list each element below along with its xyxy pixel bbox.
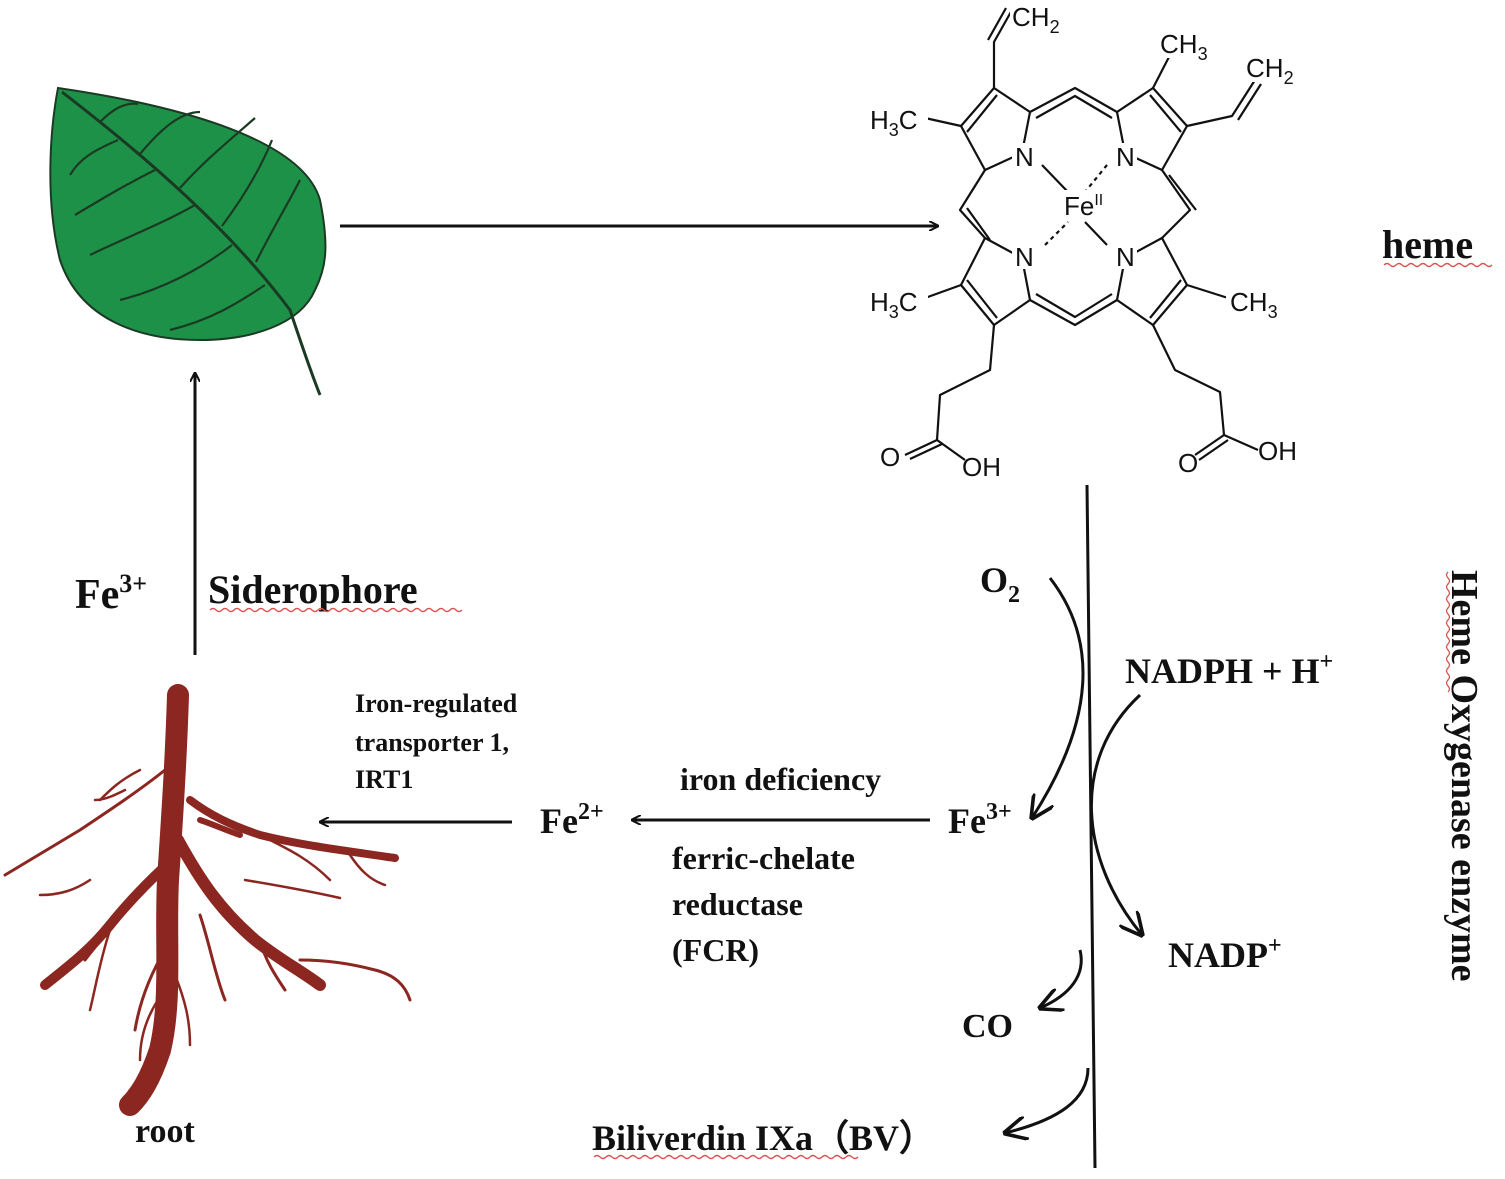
n1-label: N	[1015, 142, 1034, 172]
o-left-label: O	[880, 442, 900, 472]
h3c-top-label: H3C	[870, 105, 918, 140]
irt1-line3: IRT1	[355, 765, 413, 794]
bv-release-arrow	[1005, 1067, 1090, 1133]
fcr-line3: (FCR)	[672, 932, 759, 968]
irt1-line2: transporter 1,	[355, 728, 509, 757]
fe-label: FeII	[1064, 191, 1103, 221]
n4-label: N	[1116, 242, 1135, 272]
siderophore-label: Siderophore	[208, 567, 418, 612]
siderophore-spellcheck-underline	[209, 607, 463, 613]
leaf-illustration	[49, 86, 327, 396]
fcr-line1: ferric-chelate	[672, 840, 855, 876]
fe3-left-label: Fe3+	[75, 569, 147, 618]
root-main-left	[40, 855, 177, 990]
root-right-upper	[186, 796, 399, 862]
heme-label: heme	[1382, 222, 1473, 267]
root-left-upper	[3, 768, 167, 877]
root-taproot	[119, 684, 189, 1116]
biliverdin-spellcheck-underline	[593, 1154, 859, 1160]
nadph-label: NADPH + H+	[1125, 649, 1333, 691]
nadph-to-nadp-arrow	[1090, 693, 1142, 935]
oh-right-label: OH	[1258, 436, 1297, 466]
nadp-label: NADP+	[1168, 933, 1282, 975]
leaf-midrib	[61, 90, 322, 396]
root-main-right	[172, 834, 326, 991]
o2-to-fe3-arrow	[1032, 577, 1085, 818]
root-label: root	[135, 1113, 195, 1150]
heme-structure	[904, 7, 1262, 461]
leaf-veins	[69, 102, 301, 332]
n3-label: N	[1015, 242, 1034, 272]
o-right-label: O	[1178, 448, 1198, 478]
ch2-right-label: CH2	[1246, 53, 1294, 88]
co-release-arrow	[1040, 949, 1083, 1008]
iron-deficiency-label: iron deficiency	[680, 761, 881, 797]
fcr-line2: reductase	[672, 886, 803, 922]
fe3-right-label: Fe3+	[948, 799, 1012, 841]
oh-left-label: OH	[962, 452, 1001, 482]
o2-label: O2	[980, 560, 1020, 608]
root-illustration	[3, 684, 412, 1116]
heme-spellcheck-underline	[1383, 262, 1493, 268]
heme-oxygenase-enzyme-label: Heme Oxygenase enzyme	[1443, 570, 1485, 982]
ch3-top-label: CH3	[1160, 29, 1208, 64]
h3c-bottom-label: H3C	[870, 287, 918, 322]
n2-label: N	[1116, 142, 1135, 172]
ch3-bottom-label: CH3	[1230, 287, 1278, 322]
enzyme-spellcheck-underline	[1445, 571, 1451, 693]
heme-atom-labels: N N N N FeII CH2 CH3 CH2 H3C H3C CH3 O O…	[868, 0, 1304, 482]
biliverdin-label: Biliverdin IXa（BV）	[592, 1118, 935, 1158]
irt1-line1: Iron-regulated	[355, 689, 518, 718]
leaf-blade	[49, 86, 327, 342]
ch2-top-label: CH2	[1012, 2, 1060, 37]
fe2-label: Fe2+	[540, 799, 604, 841]
co-label: CO	[962, 1008, 1013, 1045]
enzyme-reaction-axis	[1085, 484, 1097, 1169]
